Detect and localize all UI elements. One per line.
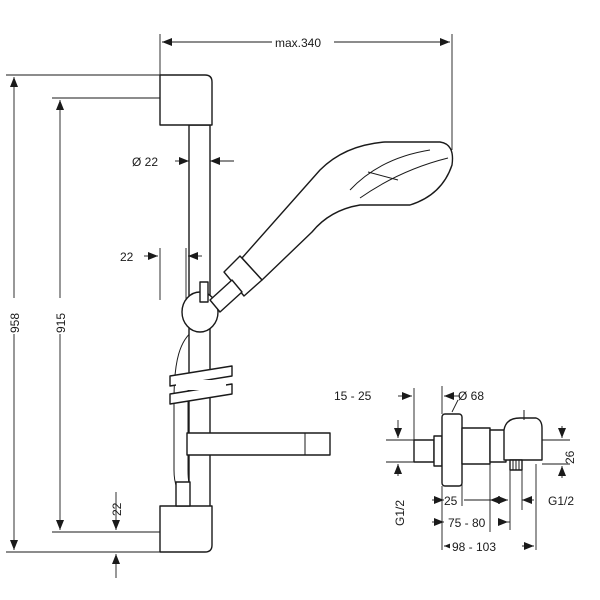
handshower bbox=[223, 141, 454, 297]
dim-inlet-thread-right: G1/2 bbox=[498, 470, 574, 530]
wall-rosette bbox=[441, 413, 463, 487]
dim-inlet-thread-left: G1/2 bbox=[386, 420, 414, 526]
dim-rosette-diameter: Ø 68 bbox=[441, 386, 484, 414]
label-bracket-offset: 22 bbox=[120, 250, 134, 264]
dim-max-width: max.340 bbox=[159, 34, 453, 150]
label-rail-length: 915 bbox=[54, 313, 68, 333]
dim-body-height: 26 bbox=[542, 426, 577, 478]
label-inlet-thread-right: G1/2 bbox=[548, 494, 574, 508]
bottom-wall-bracket bbox=[159, 505, 213, 553]
control-knob bbox=[503, 417, 543, 461]
dim-wall-depth: 15 - 25 bbox=[334, 388, 415, 440]
hose-connector bbox=[175, 481, 191, 507]
label-overall-length: 98 - 103 bbox=[452, 540, 496, 554]
label-total-height: 958 bbox=[8, 313, 22, 333]
rail-break-mark bbox=[169, 365, 233, 405]
dim-rail-length: 915 bbox=[52, 97, 160, 533]
label-inlet-thread-left: G1/2 bbox=[393, 500, 407, 526]
dim-outlet-offset: 25 bbox=[432, 464, 500, 532]
label-bottom-offset: 22 bbox=[110, 502, 124, 516]
dim-total-height: 958 bbox=[6, 74, 160, 553]
dim-overall-length: 98 - 103 bbox=[441, 464, 537, 554]
label-body-height: 26 bbox=[563, 450, 577, 464]
soap-dish bbox=[186, 432, 331, 456]
shower-set: max.340 Ø 22 22 958 bbox=[6, 34, 454, 578]
dim-pipe-diameter: Ø 22 bbox=[132, 155, 234, 169]
label-max-width: max.340 bbox=[275, 36, 321, 50]
dim-bracket-offset: 22 bbox=[120, 248, 202, 300]
label-wall-depth: 15 - 25 bbox=[334, 389, 372, 403]
top-wall-bracket bbox=[159, 74, 213, 126]
label-outlet-offset: 25 bbox=[444, 494, 458, 508]
label-pipe-diameter: Ø 22 bbox=[132, 155, 158, 169]
left-inlet-fitting bbox=[413, 439, 435, 463]
label-center-distance: 75 - 80 bbox=[448, 516, 486, 530]
label-rosette-diameter: Ø 68 bbox=[458, 389, 484, 403]
shower-holder bbox=[181, 279, 243, 333]
thermostat-mixer: 15 - 25 Ø 68 G1/2 26 bbox=[334, 386, 577, 554]
dim-bottom-offset: 22 bbox=[110, 492, 124, 578]
mixer-body bbox=[461, 427, 491, 465]
dim-center-distance: 75 - 80 bbox=[432, 516, 510, 530]
